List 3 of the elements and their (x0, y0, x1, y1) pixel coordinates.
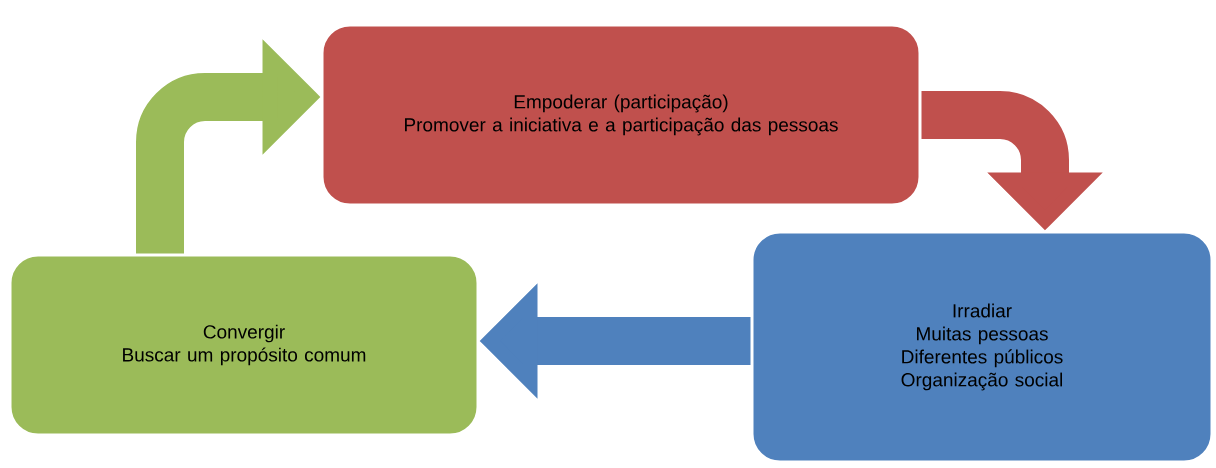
process-box: Empoderar (participação) Promover a iniciativa e a participação das pessoas (320, 23, 922, 207)
process-box: Irradiar Muitas pessoas Diferentes públicos Organização social (750, 230, 1214, 464)
process-box: Convergir Buscar um propósito comum (8, 253, 480, 437)
